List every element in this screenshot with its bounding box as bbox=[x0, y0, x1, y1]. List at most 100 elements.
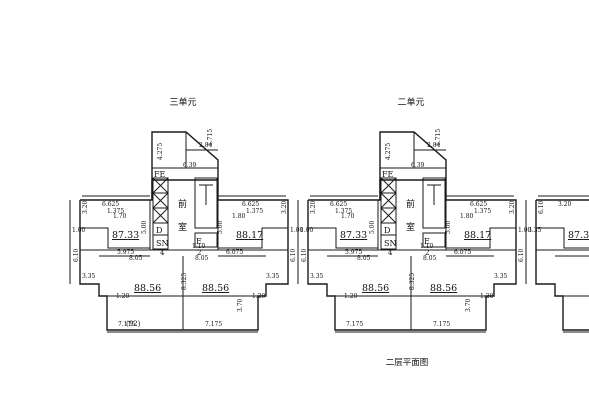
dimension-label: 5.00 bbox=[217, 220, 224, 234]
shaft-x bbox=[380, 177, 397, 194]
core-label-fe: FE bbox=[154, 170, 166, 179]
core-circle-1: 4 bbox=[160, 249, 165, 257]
core-label-fe: FE bbox=[382, 170, 394, 179]
dimension-label: 1.375 bbox=[335, 208, 352, 215]
dimension-label: 5.00 bbox=[141, 220, 148, 234]
sn-box bbox=[380, 234, 397, 250]
core-label-sn: SN bbox=[384, 239, 396, 248]
dimension-label: 3.70 bbox=[465, 298, 472, 312]
dimension-label: 7.175 bbox=[118, 321, 135, 328]
dimension-label: 3.20 bbox=[82, 200, 89, 214]
dimension-label: 1.20 bbox=[116, 293, 130, 300]
dimension-label: 6.625 bbox=[242, 201, 259, 208]
dimension-label: 6.625 bbox=[330, 201, 347, 208]
dimension-label: 7.175 bbox=[433, 321, 450, 328]
dimension-label: 1.20 bbox=[252, 293, 266, 300]
wall-ur bbox=[218, 227, 288, 249]
dimension-label: 1.80 bbox=[232, 213, 246, 220]
dimension-label: 3.20 bbox=[509, 200, 516, 214]
room-area-upper-right: 88.17 bbox=[236, 230, 263, 241]
wall-ur bbox=[446, 227, 516, 249]
dimension-label: 1.80 bbox=[460, 213, 474, 220]
dimension-label: 1.00 bbox=[300, 227, 314, 234]
dimension-label: 1.00 bbox=[72, 227, 86, 234]
dimension-label: 3.35 bbox=[528, 227, 542, 234]
dimension-label: 3.70 bbox=[237, 298, 244, 312]
unit-label: 三单元 bbox=[169, 96, 196, 108]
dimension-label: 4.275 bbox=[157, 143, 164, 160]
dimension-label: 2.84 bbox=[199, 142, 213, 149]
dimension-label: 6.10 bbox=[518, 248, 525, 262]
room-area-lower-left: 88.56 bbox=[134, 283, 161, 294]
unit-tag: (92) bbox=[126, 320, 141, 328]
dimension-label: 1.00 bbox=[290, 227, 304, 234]
dimension-label: 4.275 bbox=[385, 143, 392, 160]
dimension-label: 1.375 bbox=[107, 208, 124, 215]
dimension-label: 6.39 bbox=[411, 162, 425, 169]
core-label-lobby-1: 前 bbox=[178, 198, 187, 210]
dimension-label: 8.05 bbox=[195, 255, 209, 262]
room-area-upper-right: 88.17 bbox=[464, 230, 491, 241]
dimension-label: 3.35 bbox=[310, 273, 324, 280]
e-box bbox=[194, 232, 218, 248]
dimension-label: 5.975 bbox=[117, 249, 134, 256]
dimension-label: 1.10 bbox=[420, 243, 434, 250]
sn-box bbox=[152, 234, 169, 250]
core-label-lobby-2: 室 bbox=[406, 221, 415, 233]
dimension-label: 1.70 bbox=[113, 213, 127, 220]
dimension-label: 1.70 bbox=[341, 213, 355, 220]
core-label-e: E bbox=[196, 237, 202, 246]
dimension-label: 8.325 bbox=[181, 273, 188, 290]
dimension-label: 6.10 bbox=[301, 248, 308, 262]
core-circle-2: 2 bbox=[197, 249, 201, 257]
dimension-label: 3.35 bbox=[266, 273, 280, 280]
room-area-upper-left: 87.33 bbox=[340, 230, 367, 241]
room-area-lower-left: 88.56 bbox=[362, 283, 389, 294]
outer-wall bbox=[307, 179, 517, 331]
dimension-label: 3.20 bbox=[310, 200, 317, 214]
dimension-label: 1.715 bbox=[435, 129, 442, 146]
wall-ul bbox=[536, 227, 589, 249]
t-box bbox=[194, 177, 218, 229]
e-box bbox=[422, 232, 446, 248]
dimension-label: 1.375 bbox=[474, 208, 491, 215]
shaft-x bbox=[152, 207, 169, 224]
outer-wall bbox=[535, 199, 589, 331]
core-label-e: E bbox=[424, 237, 430, 246]
shaft-x bbox=[380, 207, 397, 224]
wall-ul bbox=[80, 227, 150, 249]
dimension-label: 7.175 bbox=[205, 321, 222, 328]
core-circle-2: 2 bbox=[425, 249, 429, 257]
unit-label: 二单元 bbox=[397, 96, 424, 108]
dimension-label: 3.20 bbox=[558, 201, 572, 208]
dimension-label: 6.075 bbox=[454, 249, 471, 256]
core-label-lobby-2: 室 bbox=[178, 221, 187, 233]
shaft-x bbox=[152, 177, 169, 194]
dimension-label: 3.20 bbox=[281, 200, 288, 214]
dimension-label: 8.05 bbox=[423, 255, 437, 262]
wall-ul bbox=[308, 227, 378, 249]
dimension-label: 6.075 bbox=[226, 249, 243, 256]
shaft-x bbox=[152, 192, 169, 209]
core-label-d: D bbox=[384, 226, 390, 235]
dimension-label: 5.00 bbox=[369, 220, 376, 234]
dimension-label: 1.00 bbox=[518, 227, 532, 234]
dimension-label: 1.715 bbox=[207, 129, 214, 146]
plan-title: 二层平面图 bbox=[386, 358, 429, 368]
dimension-label: 8.05 bbox=[129, 255, 143, 262]
room-area-upper-left: 87.33 bbox=[568, 230, 589, 241]
dimension-label: 1.375 bbox=[246, 208, 263, 215]
dimension-label: 8.325 bbox=[409, 273, 416, 290]
dimension-label: 5.00 bbox=[445, 220, 452, 234]
dimension-label: 1.20 bbox=[480, 293, 494, 300]
dimension-label: 5.975 bbox=[345, 249, 362, 256]
core-label-d: D bbox=[156, 226, 162, 235]
dimension-label: 6.625 bbox=[102, 201, 119, 208]
dimension-label: 6.10 bbox=[290, 248, 297, 262]
dimension-label: 6.625 bbox=[470, 201, 487, 208]
dimension-label: 6.39 bbox=[183, 162, 197, 169]
dimension-label: 1.20 bbox=[344, 293, 358, 300]
